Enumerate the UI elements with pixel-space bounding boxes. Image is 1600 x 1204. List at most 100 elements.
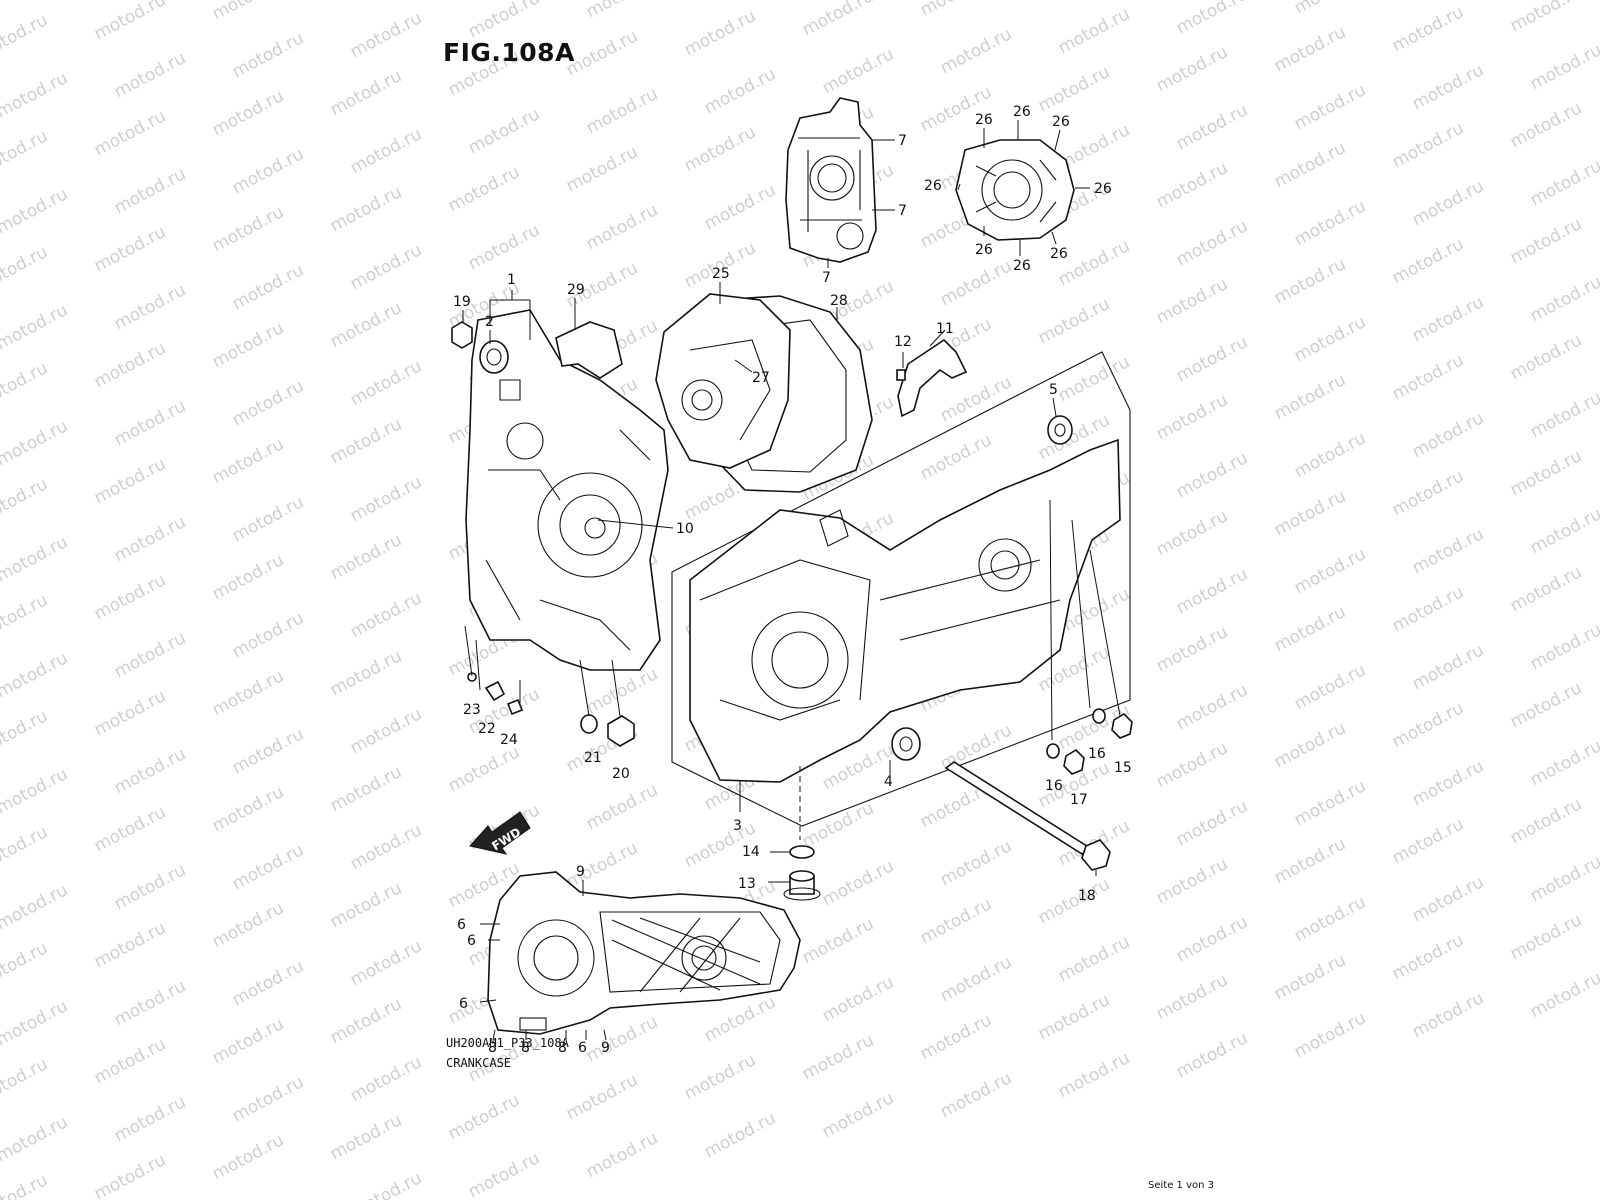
watermark-text: motod.ru xyxy=(1291,544,1369,598)
callout-10: 10 xyxy=(676,521,694,537)
callout-2: 2 xyxy=(485,314,494,330)
watermark-text: motod.ru xyxy=(1291,776,1369,830)
watermark-text: motod.ru xyxy=(91,1034,169,1088)
watermark-text: motod.ru xyxy=(347,588,425,642)
watermark-text: motod.ru xyxy=(681,1050,759,1104)
watermark-text: motod.ru xyxy=(1153,158,1231,212)
watermark-text: motod.ru xyxy=(1409,524,1487,578)
watermark-text: motod.ru xyxy=(1271,22,1349,76)
watermark-text: motod.ru xyxy=(327,994,405,1048)
watermark-text: motod.ru xyxy=(0,996,71,1050)
watermark-text: motod.ru xyxy=(91,338,169,392)
watermark-text: motod.ru xyxy=(111,396,189,450)
callout-29: 29 xyxy=(567,282,585,298)
watermark-text: motod.ru xyxy=(917,0,995,20)
callout-25: 25 xyxy=(712,266,730,282)
callout-26-e: 26 xyxy=(1094,181,1112,197)
watermark-text: motod.ru xyxy=(209,202,287,256)
watermark-text: motod.ru xyxy=(1055,4,1133,58)
watermark-text: motod.ru xyxy=(799,0,877,40)
watermark-text: motod.ru xyxy=(465,220,543,274)
watermark-text: motod.ru xyxy=(1389,2,1467,56)
watermark-text: motod.ru xyxy=(1271,950,1349,1004)
watermark-text: motod.ru xyxy=(347,8,425,62)
watermark-text: motod.ru xyxy=(347,1052,425,1106)
watermark-text: motod.ru xyxy=(1527,388,1600,442)
watermark-text: motod.ru xyxy=(1507,910,1585,964)
watermark-text: motod.ru xyxy=(583,664,661,718)
callout-13: 13 xyxy=(738,876,756,892)
watermark-text: motod.ru xyxy=(209,1014,287,1068)
watermark-text: motod.ru xyxy=(0,242,51,296)
watermark-text: motod.ru xyxy=(327,414,405,468)
watermark-text: motod.ru xyxy=(0,764,71,818)
watermark-text: motod.ru xyxy=(1389,350,1467,404)
watermark-text: motod.ru xyxy=(0,706,51,760)
watermark-text: motod.ru xyxy=(91,106,169,160)
watermark-text: motod.ru xyxy=(1055,932,1133,986)
watermark-text: motod.ru xyxy=(563,838,641,892)
watermark-text: motod.ru xyxy=(111,512,189,566)
watermark-text: motod.ru xyxy=(701,1108,779,1162)
callout-26-h: 26 xyxy=(1050,246,1068,262)
watermark-text: motod.ru xyxy=(1389,698,1467,752)
callout-27: 27 xyxy=(752,370,770,386)
watermark-text: motod.ru xyxy=(91,802,169,856)
watermark-text: motod.ru xyxy=(1507,0,1585,36)
callout-15: 15 xyxy=(1114,760,1132,776)
watermark-text: motod.ru xyxy=(1291,196,1369,250)
watermark-text: motod.ru xyxy=(1173,0,1251,38)
watermark-text: motod.ru xyxy=(1153,274,1231,328)
callout-6-b: 6 xyxy=(467,933,476,949)
watermark-text: motod.ru xyxy=(1389,466,1467,520)
watermark-text: motod.ru xyxy=(209,1130,287,1184)
watermark-text: motod.ru xyxy=(0,1112,71,1166)
watermark-text: motod.ru xyxy=(1409,640,1487,694)
watermark-text: motod.ru xyxy=(91,570,169,624)
watermark-text: motod.ru xyxy=(1153,42,1231,96)
watermark-text: motod.ru xyxy=(1527,156,1600,210)
watermark-text: motod.ru xyxy=(1173,680,1251,734)
callout-6-d: 6 xyxy=(578,1040,587,1056)
watermark-text: motod.ru xyxy=(1055,352,1133,406)
watermark-text: motod.ru xyxy=(111,48,189,102)
watermark-text: motod.ru xyxy=(0,68,71,122)
watermark-text: motod.ru xyxy=(0,822,51,876)
callout-26-a: 26 xyxy=(975,112,993,128)
watermark-text: motod.ru xyxy=(327,646,405,700)
watermark-text: motod.ru xyxy=(1389,118,1467,172)
watermark-text: motod.ru xyxy=(1409,292,1487,346)
watermark-text: motod.ru xyxy=(1271,254,1349,308)
watermark-text: motod.ru xyxy=(229,724,307,778)
watermark-text: motod.ru xyxy=(1055,236,1133,290)
watermark-text: motod.ru xyxy=(111,976,189,1030)
watermark-text: motod.ru xyxy=(347,1168,425,1200)
watermark-text: motod.ru xyxy=(111,164,189,218)
watermark-text: motod.ru xyxy=(681,122,759,176)
callout-7-b: 7 xyxy=(898,203,907,219)
callout-26-d: 26 xyxy=(924,178,942,194)
watermark-text: motod.ru xyxy=(563,1070,641,1124)
watermark-text: motod.ru xyxy=(209,0,287,24)
watermark-text: motod.ru xyxy=(917,894,995,948)
callout-16-a: 16 xyxy=(1088,746,1106,762)
watermark-text: motod.ru xyxy=(229,956,307,1010)
watermark-text: motod.ru xyxy=(0,184,71,238)
watermark-text: motod.ru xyxy=(1271,370,1349,424)
callout-7-c: 7 xyxy=(822,270,831,286)
watermark-text: motod.ru xyxy=(583,0,661,22)
watermark-text: motod.ru xyxy=(1291,312,1369,366)
watermark-text: motod.ru xyxy=(445,742,523,796)
watermark-text: motod.ru xyxy=(347,124,425,178)
callout-11: 11 xyxy=(936,321,954,337)
callout-18: 18 xyxy=(1078,888,1096,904)
watermark-text: motod.ru xyxy=(327,530,405,584)
watermark-text: motod.ru xyxy=(1271,834,1349,888)
watermark-text: motod.ru xyxy=(937,952,1015,1006)
watermark-text: motod.ru xyxy=(819,972,897,1026)
watermark-text: motod.ru xyxy=(819,44,897,98)
watermark-text: motod.ru xyxy=(0,10,51,64)
watermark-text: motod.ru xyxy=(819,1088,897,1142)
watermark-text: motod.ru xyxy=(1035,990,1113,1044)
watermark-text: motod.ru xyxy=(0,300,71,354)
